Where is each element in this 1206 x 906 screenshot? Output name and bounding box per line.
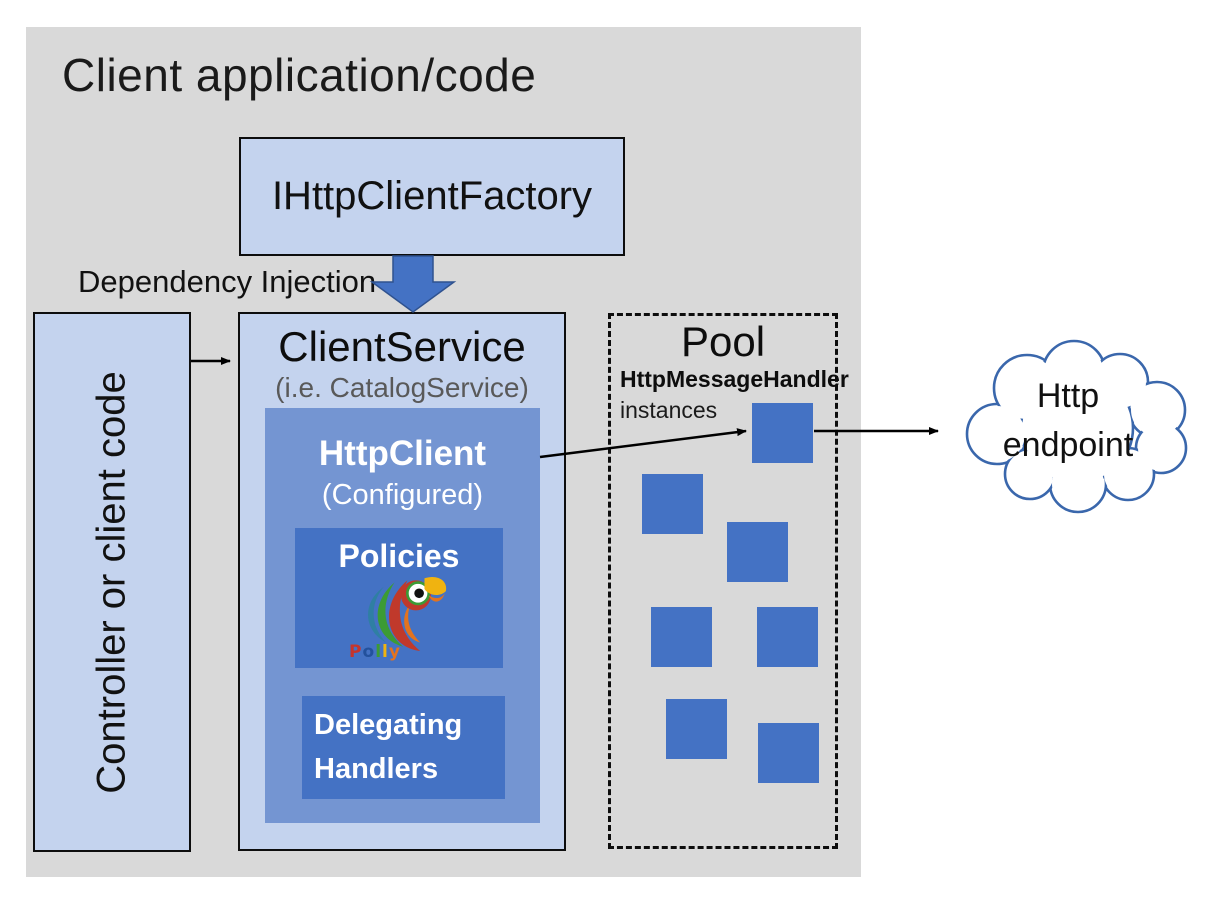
controller-label: Controller or client code bbox=[89, 370, 134, 794]
polly-letter: y bbox=[388, 642, 401, 662]
delegating-handlers-line1: Delegating bbox=[314, 709, 463, 741]
polly-wordmark: Polly bbox=[295, 642, 455, 662]
handler-instance-square bbox=[757, 607, 818, 667]
handler-instance-square bbox=[642, 474, 703, 534]
dependency-injection-label: Dependency Injection bbox=[78, 264, 377, 299]
pool-box bbox=[608, 313, 838, 849]
handler-instance-square bbox=[727, 522, 788, 582]
delegating-handlers-box: Delegating Handlers bbox=[302, 696, 505, 799]
delegating-handlers-line2: Handlers bbox=[314, 752, 439, 785]
polly-letter: l bbox=[375, 642, 383, 662]
pool-handler-type-label: HttpMessageHandler bbox=[620, 366, 849, 392]
httpclient-title: HttpClient bbox=[318, 434, 487, 473]
handler-instance-square bbox=[666, 699, 727, 759]
ihttpclientfactory-label: IHttpClientFactory bbox=[271, 174, 593, 218]
handler-instance-square bbox=[752, 403, 813, 463]
polly-letter: l bbox=[382, 642, 389, 662]
policies-label: Policies bbox=[338, 538, 460, 574]
polly-letter: o bbox=[362, 642, 376, 662]
pool-title: Pool bbox=[680, 318, 766, 365]
polly-letter: P bbox=[349, 642, 363, 662]
controller-box: Controller or client code bbox=[33, 312, 191, 852]
ihttpclientfactory-box: IHttpClientFactory bbox=[239, 137, 625, 256]
clientservice-title: ClientService bbox=[278, 323, 526, 370]
http-endpoint-line2: endpoint bbox=[1002, 426, 1134, 465]
client-application-title: Client application/code bbox=[62, 49, 537, 101]
clientservice-subtitle: (i.e. CatalogService) bbox=[275, 372, 529, 403]
handler-instance-square bbox=[758, 723, 819, 783]
http-endpoint-line1: Http bbox=[1036, 377, 1100, 415]
httpclient-subtitle: (Configured) bbox=[321, 479, 484, 511]
handler-instance-square bbox=[651, 607, 712, 667]
http-endpoint-label: Http endpoint bbox=[945, 372, 1191, 471]
polly-parrot-icon bbox=[368, 576, 447, 652]
pool-instances-label: instances bbox=[620, 397, 718, 423]
